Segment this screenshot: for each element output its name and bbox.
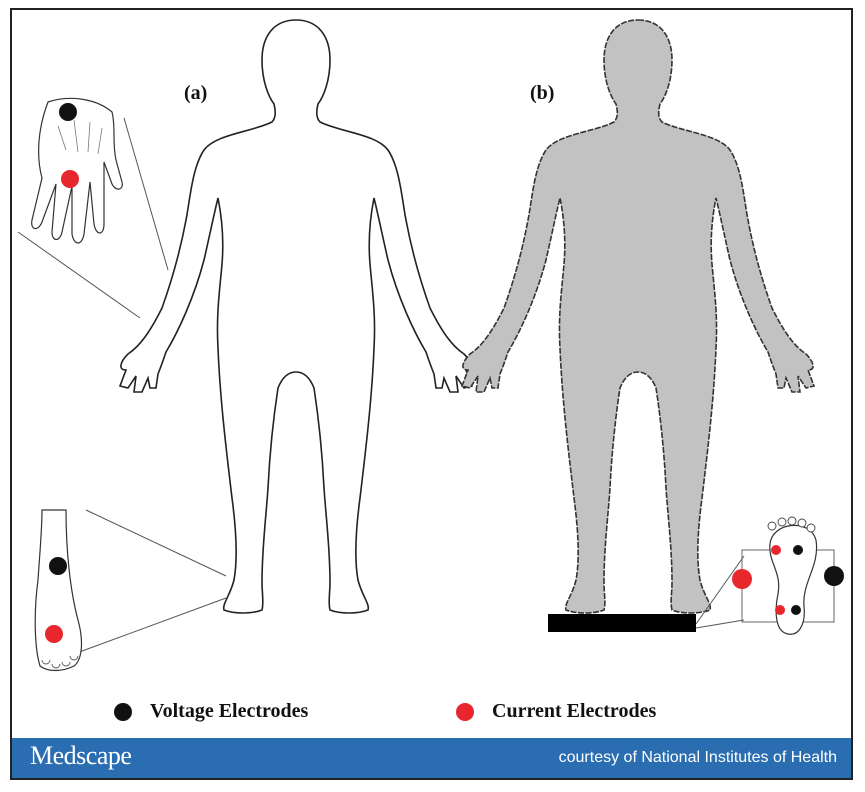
impedance-platform xyxy=(548,614,696,632)
voltage-electrode-sole-heel xyxy=(791,605,801,615)
body-outline-a xyxy=(119,19,473,614)
voltage-electrode-foot xyxy=(49,557,67,575)
panel-label-a: (a) xyxy=(184,82,208,104)
body-filled-b xyxy=(461,19,815,614)
current-electrode-sole-front xyxy=(771,545,781,555)
voltage-electrode-sole-front xyxy=(793,545,803,555)
foot-inset xyxy=(34,509,227,672)
legend-voltage: Voltage Electrodes xyxy=(114,700,308,723)
courtesy-credit: courtesy of National Institutes of Healt… xyxy=(558,749,837,766)
current-dot-icon xyxy=(456,702,474,721)
voltage-dot-icon xyxy=(114,702,132,721)
current-electrode-foot xyxy=(45,625,63,643)
sole-inset xyxy=(695,516,844,635)
electrode-diagram xyxy=(17,19,844,672)
figure-frame: (a) (b) Voltage Electrodes Current Elect… xyxy=(10,8,853,780)
panel-label-b: (b) xyxy=(530,82,555,104)
legend-voltage-label: Voltage Electrodes xyxy=(150,700,309,722)
medscape-logo[interactable]: Medscape xyxy=(30,741,132,770)
legend-current-label: Current Electrodes xyxy=(492,700,657,722)
legend-current: Current Electrodes xyxy=(456,700,656,723)
voltage-electrode-hand xyxy=(59,103,77,121)
footer-bar: Medscape courtesy of National Institutes… xyxy=(12,738,851,778)
current-electrode-legend-left xyxy=(732,569,752,589)
current-electrode-hand xyxy=(61,170,79,188)
hand-inset xyxy=(17,97,169,319)
current-electrode-sole-heel xyxy=(775,605,785,615)
voltage-electrode-legend-right xyxy=(824,566,844,586)
